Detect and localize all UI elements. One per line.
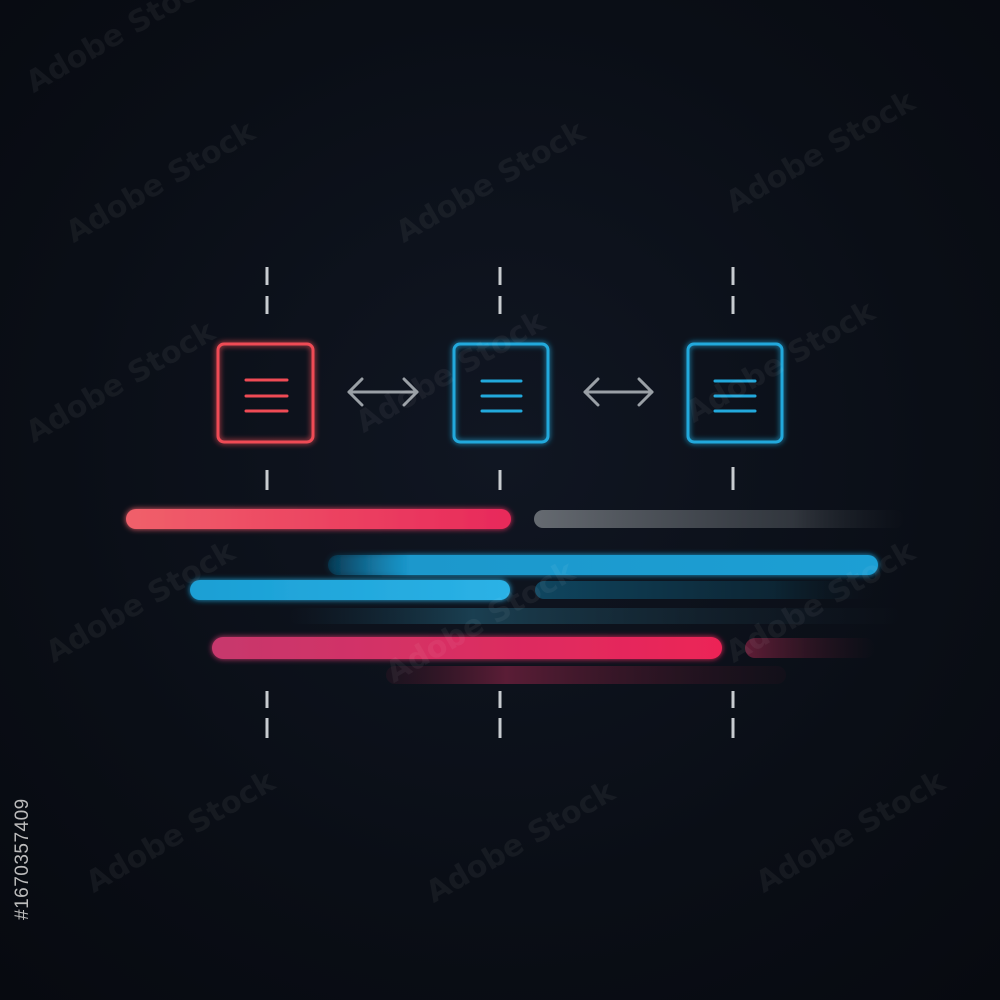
middle-ticks <box>265 467 735 490</box>
timeline-bar <box>386 666 786 684</box>
timeline-bar <box>328 555 878 575</box>
stock-id-label: #1670357409 <box>12 798 33 920</box>
lower-ticks <box>265 691 735 738</box>
left-right-arrow-icon <box>583 377 654 407</box>
document-icon <box>686 342 784 444</box>
timeline-bar <box>745 638 875 658</box>
timeline-bar <box>212 637 722 659</box>
document-icon <box>216 342 315 444</box>
timeline-bars <box>126 509 904 684</box>
timeline-bar <box>190 580 510 600</box>
timeline-bar <box>534 510 904 528</box>
timeline-bar <box>126 509 511 529</box>
timeline-bar <box>535 581 875 599</box>
upper-ticks <box>265 267 735 314</box>
left-right-arrow-icon <box>347 377 419 407</box>
timeline-bar <box>290 608 900 624</box>
document-icon <box>452 342 550 444</box>
